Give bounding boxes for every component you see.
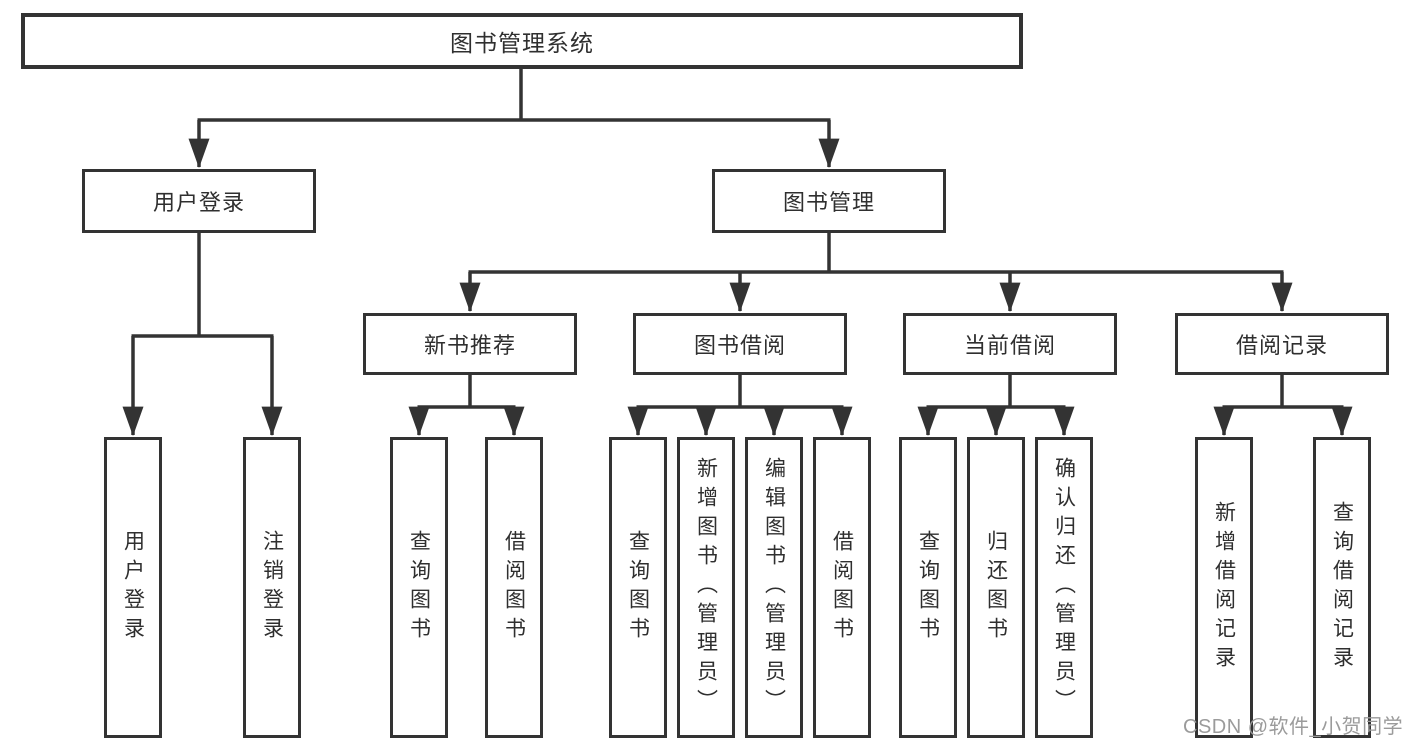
leaf-user-login: 用户登录: [104, 437, 162, 738]
connector-root: [188, 69, 840, 169]
csdn-watermark: CSDN @软件_小贺同学: [1183, 716, 1404, 738]
leaf-logout: 注销登录: [243, 437, 301, 738]
leaf-nb-borrow-books: 借阅图书: [485, 437, 543, 738]
node-root: 图书管理系统: [21, 13, 1023, 69]
node-borrow-records: 借阅记录: [1175, 313, 1389, 375]
leaf-nb-query-books: 查询图书: [390, 437, 448, 738]
node-book-management: 图书管理: [712, 169, 946, 233]
leaf-bb-add-books: 新增图书（管理员）: [677, 437, 735, 738]
leaf-cb-confirm-return: 确认归还（管理员）: [1035, 437, 1093, 738]
node-current-borrow: 当前借阅: [903, 313, 1117, 375]
leaf-br-add-record: 新增借阅记录: [1195, 437, 1253, 738]
connector-book-management: [459, 233, 1293, 313]
leaf-bb-query-books: 查询图书: [609, 437, 667, 738]
connector-borrow-records: [1213, 375, 1353, 437]
node-user-login: 用户登录: [82, 169, 316, 233]
leaf-cb-return-books: 归还图书: [967, 437, 1025, 738]
node-new-book-recommend: 新书推荐: [363, 313, 577, 375]
connector-current-borrow: [917, 375, 1075, 437]
leaf-bb-borrow-books: 借阅图书: [813, 437, 871, 738]
leaf-bb-edit-books: 编辑图书（管理员）: [745, 437, 803, 738]
leaf-cb-query-books: 查询图书: [899, 437, 957, 738]
node-book-borrow: 图书借阅: [633, 313, 847, 375]
connector-book-borrow: [627, 375, 853, 437]
connector-user-login: [122, 233, 283, 437]
leaf-br-query-record: 查询借阅记录: [1313, 437, 1371, 738]
connector-new-book-recommend: [408, 375, 525, 437]
